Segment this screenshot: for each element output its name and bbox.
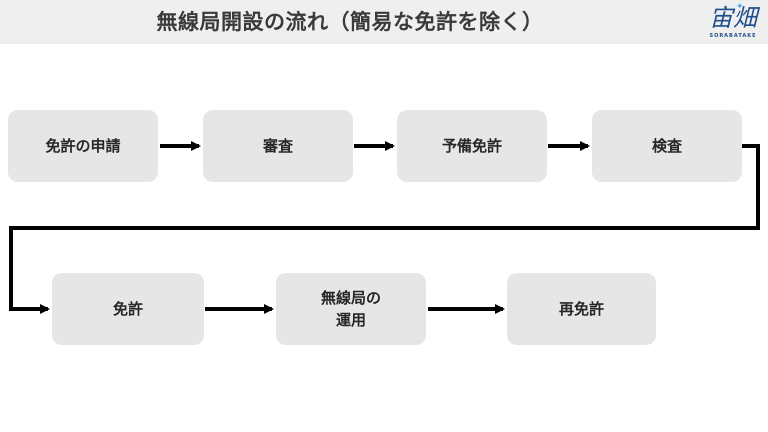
step-inspection: 検査 [592, 110, 742, 182]
title-bar [0, 0, 768, 44]
logo-mark: 宙畑 [709, 4, 757, 32]
star-icon: ✦ [736, 2, 744, 12]
logo-subtitle: SORABATAKE [709, 33, 757, 39]
step-application: 免許の申請 [8, 110, 158, 182]
logo: ✦ 宙畑 SORABATAKE [700, 2, 766, 42]
step-review: 審査 [203, 110, 353, 182]
step-preliminary-license: 予備免許 [397, 110, 547, 182]
step-license: 免許 [52, 273, 204, 345]
step-license-renewal: 再免許 [507, 273, 656, 345]
step-station-operation: 無線局の 運用 [276, 273, 426, 345]
arrow-4-5 [9, 144, 760, 314]
page-title: 無線局開設の流れ（簡易な免許を除く） [156, 10, 544, 34]
